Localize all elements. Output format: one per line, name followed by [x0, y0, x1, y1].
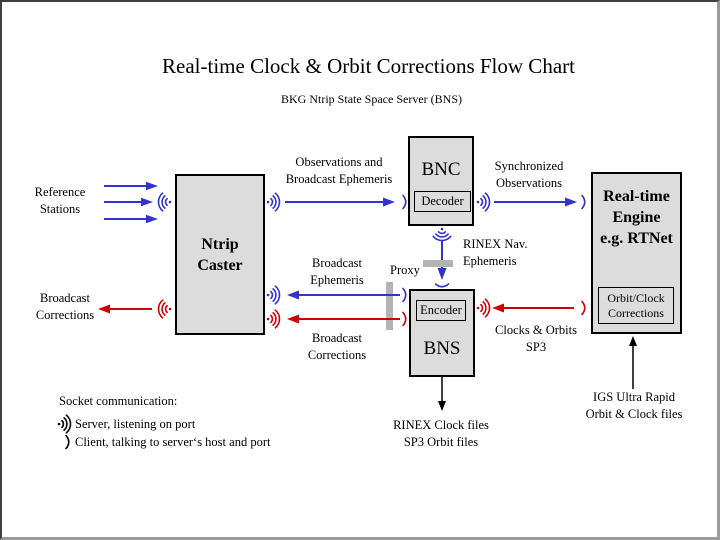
page-subtitle: BKG Ntrip State Space Server (BNS) [281, 92, 462, 106]
page-title: Real-time Clock & Orbit Corrections Flow… [162, 54, 575, 78]
label-synchronized-observations: Synchronized Observations [494, 159, 564, 190]
legend-server-text: Server, listening on port [75, 417, 196, 431]
server-socket-icon [475, 298, 491, 318]
label-broadcast-corrections-out: Broadcast Corrections [35, 291, 95, 322]
label-igs-ultra-rapid: IGS Ultra Rapid Orbit & Clock files [585, 390, 683, 421]
client-socket-icon [402, 194, 407, 210]
arrow-bnc-to-engine [475, 192, 586, 212]
label-rinex-nav-ephemeris: RINEX Nav. Ephemeris [463, 237, 528, 268]
node-label: Ntrip Caster [197, 235, 243, 274]
label-clocks-orbits-sp3: Clocks & Orbits SP3 [495, 323, 577, 354]
client-socket-icon [581, 194, 586, 210]
legend-client-icon [65, 434, 70, 450]
server-socket-icon [475, 192, 491, 212]
legend-server-icon [56, 414, 72, 434]
server-socket-icon [265, 192, 281, 212]
proxy-firewall-bar-vertical [386, 282, 393, 330]
node-orbit-clock-corrections: Orbit/Clock Corrections [598, 287, 674, 324]
node-label: BNC [421, 159, 461, 180]
label-broadcast-corrections-mid: Broadcast Corrections [307, 331, 367, 362]
client-socket-icon [434, 283, 450, 288]
node-encoder: Encoder [416, 300, 466, 321]
legend-heading: Socket communication: [59, 394, 178, 408]
label-reference-stations: Reference Stations [34, 185, 86, 216]
server-socket-icon [157, 299, 173, 319]
legend-icons [56, 414, 72, 450]
node-realtime-engine: Real-time Engine e.g. RTNet Orbit/Clock … [591, 172, 682, 334]
proxy-firewall-bar-horizontal [423, 260, 453, 267]
node-label: BNS [423, 338, 461, 359]
label-observations-broadcast-ephemeris: Observations and Broadcast Ephemeris [285, 155, 393, 186]
client-socket-icon [581, 300, 586, 316]
server-socket-icon [265, 309, 281, 329]
label-proxy: Proxy [390, 263, 420, 277]
client-socket-icon [402, 311, 407, 327]
server-socket-icon [432, 226, 452, 242]
arrow-bnc-to-bns [432, 226, 452, 288]
label-rinex-clock-files: RINEX Clock files SP3 Orbit files [393, 418, 489, 449]
arrow-engine-to-bns [475, 298, 586, 318]
arrows-reference-to-caster [104, 181, 173, 224]
arrow-caster-to-bnc [265, 192, 407, 212]
arrow-bns-to-files [438, 377, 446, 411]
node-bns: Encoder BNS [409, 289, 475, 377]
node-label: Real-time Engine e.g. RTNet [600, 188, 673, 247]
arrow-bns-to-caster-corrections [265, 309, 407, 329]
arrow-igs-to-engine [629, 336, 637, 389]
label-broadcast-ephemeris: Broadcast Ephemeris [310, 256, 364, 287]
node-bnc: BNC Decoder [408, 136, 474, 226]
legend-client-text: Client, talking to server‘s host and por… [75, 435, 271, 449]
node-decoder: Decoder [414, 191, 471, 212]
node-ntrip-caster: Ntrip Caster [175, 174, 265, 335]
server-socket-icon [157, 192, 173, 212]
client-socket-icon [402, 287, 407, 303]
